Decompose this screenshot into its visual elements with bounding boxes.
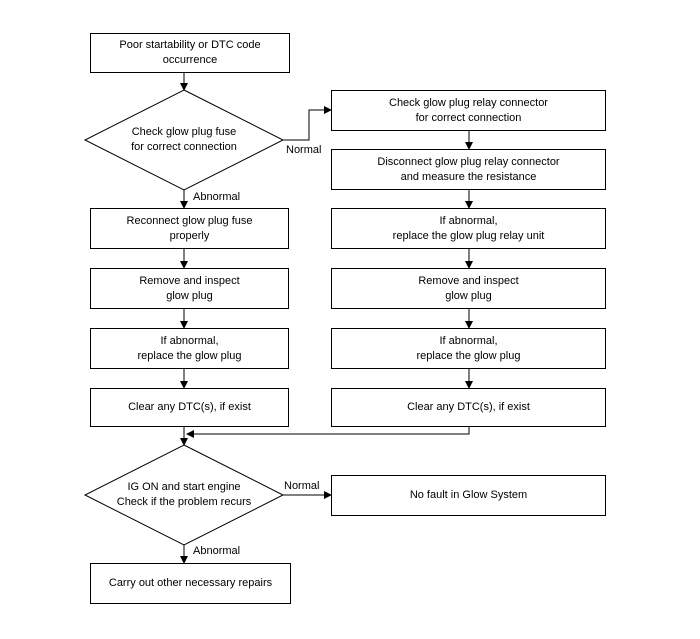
step-right-inspect-glow-plug: Remove and inspect glow plug [331,268,606,309]
step-measure-relay-resistance: Disconnect glow plug relay connector and… [331,149,606,190]
final-repair-box: Carry out other necessary repairs [90,563,291,604]
arrow-right-merge [186,426,470,438]
step-reconnect-fuse: Reconnect glow plug fuse properly [90,208,289,249]
label-normal-fuse: Normal [286,144,322,156]
step-left-replace-glow-plug: If abnormal, replace the glow plug [90,328,289,369]
label-abnormal-fuse: Abnormal [193,191,241,203]
step-replace-relay-unit: If abnormal, replace the glow plug relay… [331,208,606,249]
label-normal-recur: Normal [284,480,320,492]
no-fault-box: No fault in Glow System [331,475,606,516]
step-left-clear-dtc: Clear any DTC(s), if exist [90,388,289,427]
label-abnormal-recur: Abnormal [193,545,241,557]
step-right-clear-dtc: Clear any DTC(s), if exist [331,388,606,427]
step-check-relay-connector: Check glow plug relay connector for corr… [331,90,606,131]
step-right-replace-glow-plug: If abnormal, replace the glow plug [331,328,606,369]
step-left-inspect-glow-plug: Remove and inspect glow plug [90,268,289,309]
decision-fuse-text: Check glow plug fuse for correct connect… [131,126,237,153]
decision-recur-text: IG ON and start engine Check if the prob… [116,481,252,508]
start-box: Poor startability or DTC code occurrence [90,33,290,73]
arrow-fuse-normal [283,106,332,141]
